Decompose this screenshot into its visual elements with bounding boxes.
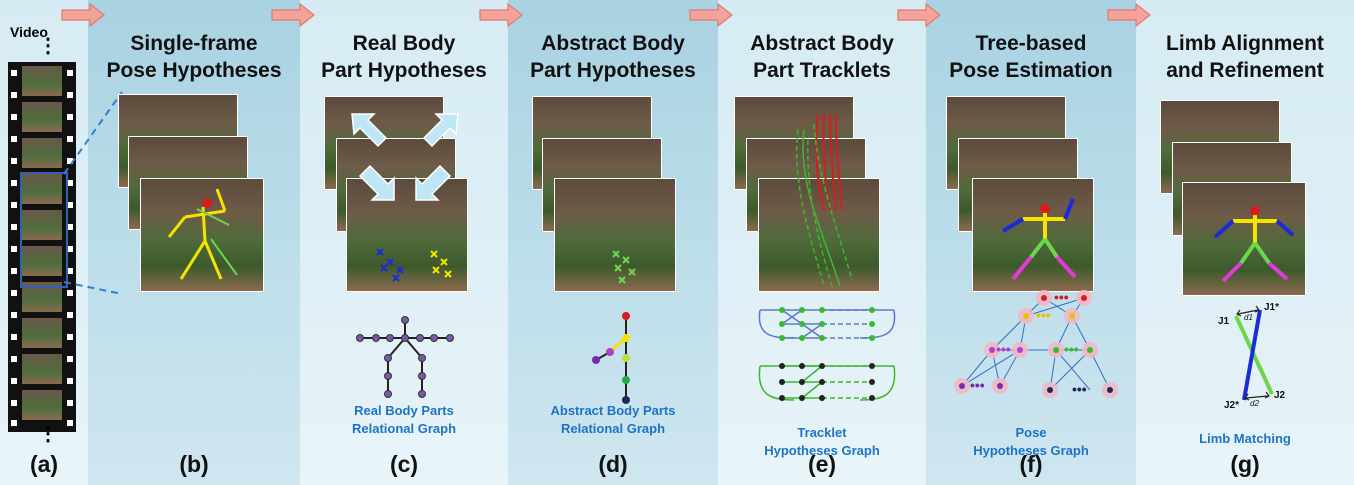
label-j1: J1	[1218, 316, 1230, 327]
pose-estimation-overlay	[1001, 198, 1077, 281]
selected-frames-box	[20, 172, 68, 288]
panel-label-d: (d)	[598, 451, 628, 477]
graph-caption-d: Abstract Body Parts Relational Graph	[550, 403, 676, 436]
ellipsis-top: ⋮	[38, 35, 58, 57]
limb-refinement-overlay	[1213, 206, 1295, 283]
abstract-body-parts-graph	[592, 312, 630, 404]
svg-text:•••: •••	[996, 341, 1011, 357]
panel-label-c: (c)	[389, 451, 419, 477]
panel-title-g: Limb Alignment and Refinement	[1166, 32, 1324, 82]
real-part-hypotheses-overlay	[376, 248, 452, 282]
panel-title-d: Abstract Body Part Hypotheses	[530, 32, 696, 82]
flow-arrow-icon	[897, 2, 941, 28]
label-j2: J2	[1274, 390, 1286, 401]
panel-label-f: (f)	[1019, 451, 1043, 477]
label-j2-star: J2*	[1224, 400, 1239, 411]
flow-arrow-icon	[479, 2, 523, 28]
pose-hypotheses-graph: ••• ••• ••• ••• ••• •••	[954, 290, 1118, 398]
panel-title-e: Abstract Body Part Tracklets	[750, 32, 894, 82]
svg-text:•••: •••	[1036, 307, 1051, 323]
label-d2: d2	[1250, 399, 1259, 408]
zoom-lines	[63, 91, 123, 295]
real-body-parts-graph	[356, 316, 454, 398]
graph-caption-g: Limb Matching	[1199, 431, 1291, 446]
graph-caption-e: Tracklet Hypotheses Graph	[764, 425, 880, 458]
panel-d-content: Abstract Body Part Hypotheses Abstract B…	[508, 0, 718, 485]
svg-text:•••: •••	[970, 377, 985, 393]
svg-text:•••: •••	[1054, 290, 1069, 305]
panel-g-content: Limb Alignment and Refinement J1 J1* J2	[1136, 0, 1354, 485]
limb-matching-diagram: J1 J1* J2 J2* d1 d2	[1218, 302, 1286, 411]
svg-text:•••: •••	[1064, 341, 1079, 357]
panel-title-b: Single-frame Pose Hypotheses	[106, 32, 282, 82]
flow-arrow-icon	[689, 2, 733, 28]
ellipsis-bottom: ⋮	[38, 423, 58, 445]
label-d1: d1	[1244, 313, 1253, 322]
panel-title-c: Real Body Part Hypotheses	[321, 32, 487, 82]
flow-arrow-icon	[1107, 2, 1151, 28]
abstract-part-hypotheses-overlay	[612, 250, 636, 284]
panel-title-f: Tree-based Pose Estimation	[949, 32, 1113, 82]
tracklet-hypotheses-graph	[758, 307, 896, 401]
panel-f-content: Tree-based Pose Estimation	[926, 0, 1136, 485]
panel-label-g: (g)	[1230, 451, 1260, 477]
film-strip	[8, 62, 76, 432]
graph-caption-c: Real Body Parts Relational Graph	[351, 403, 457, 436]
graph-caption-f: Pose Hypotheses Graph	[973, 425, 1089, 458]
flow-arrow-icon	[61, 2, 105, 28]
panel-label-a: (a)	[29, 451, 59, 477]
panel-e-content: Abstract Body Part Tracklets	[718, 0, 926, 485]
search-direction-arrows	[351, 113, 459, 201]
flow-arrow-icon	[271, 2, 315, 28]
panel-label-b: (b)	[179, 451, 209, 477]
video-label: Video	[10, 24, 48, 40]
label-j1-star: J1*	[1264, 302, 1279, 313]
panel-label-e: (e)	[807, 451, 837, 477]
panel-c-content: Real Body Part Hypotheses	[300, 0, 508, 485]
pose-hypotheses-overlay	[167, 188, 238, 280]
panel-b-content: Single-frame Pose Hypotheses (b)	[88, 0, 300, 485]
svg-text:•••: •••	[1072, 381, 1087, 397]
tracklets-overlay	[795, 113, 853, 287]
